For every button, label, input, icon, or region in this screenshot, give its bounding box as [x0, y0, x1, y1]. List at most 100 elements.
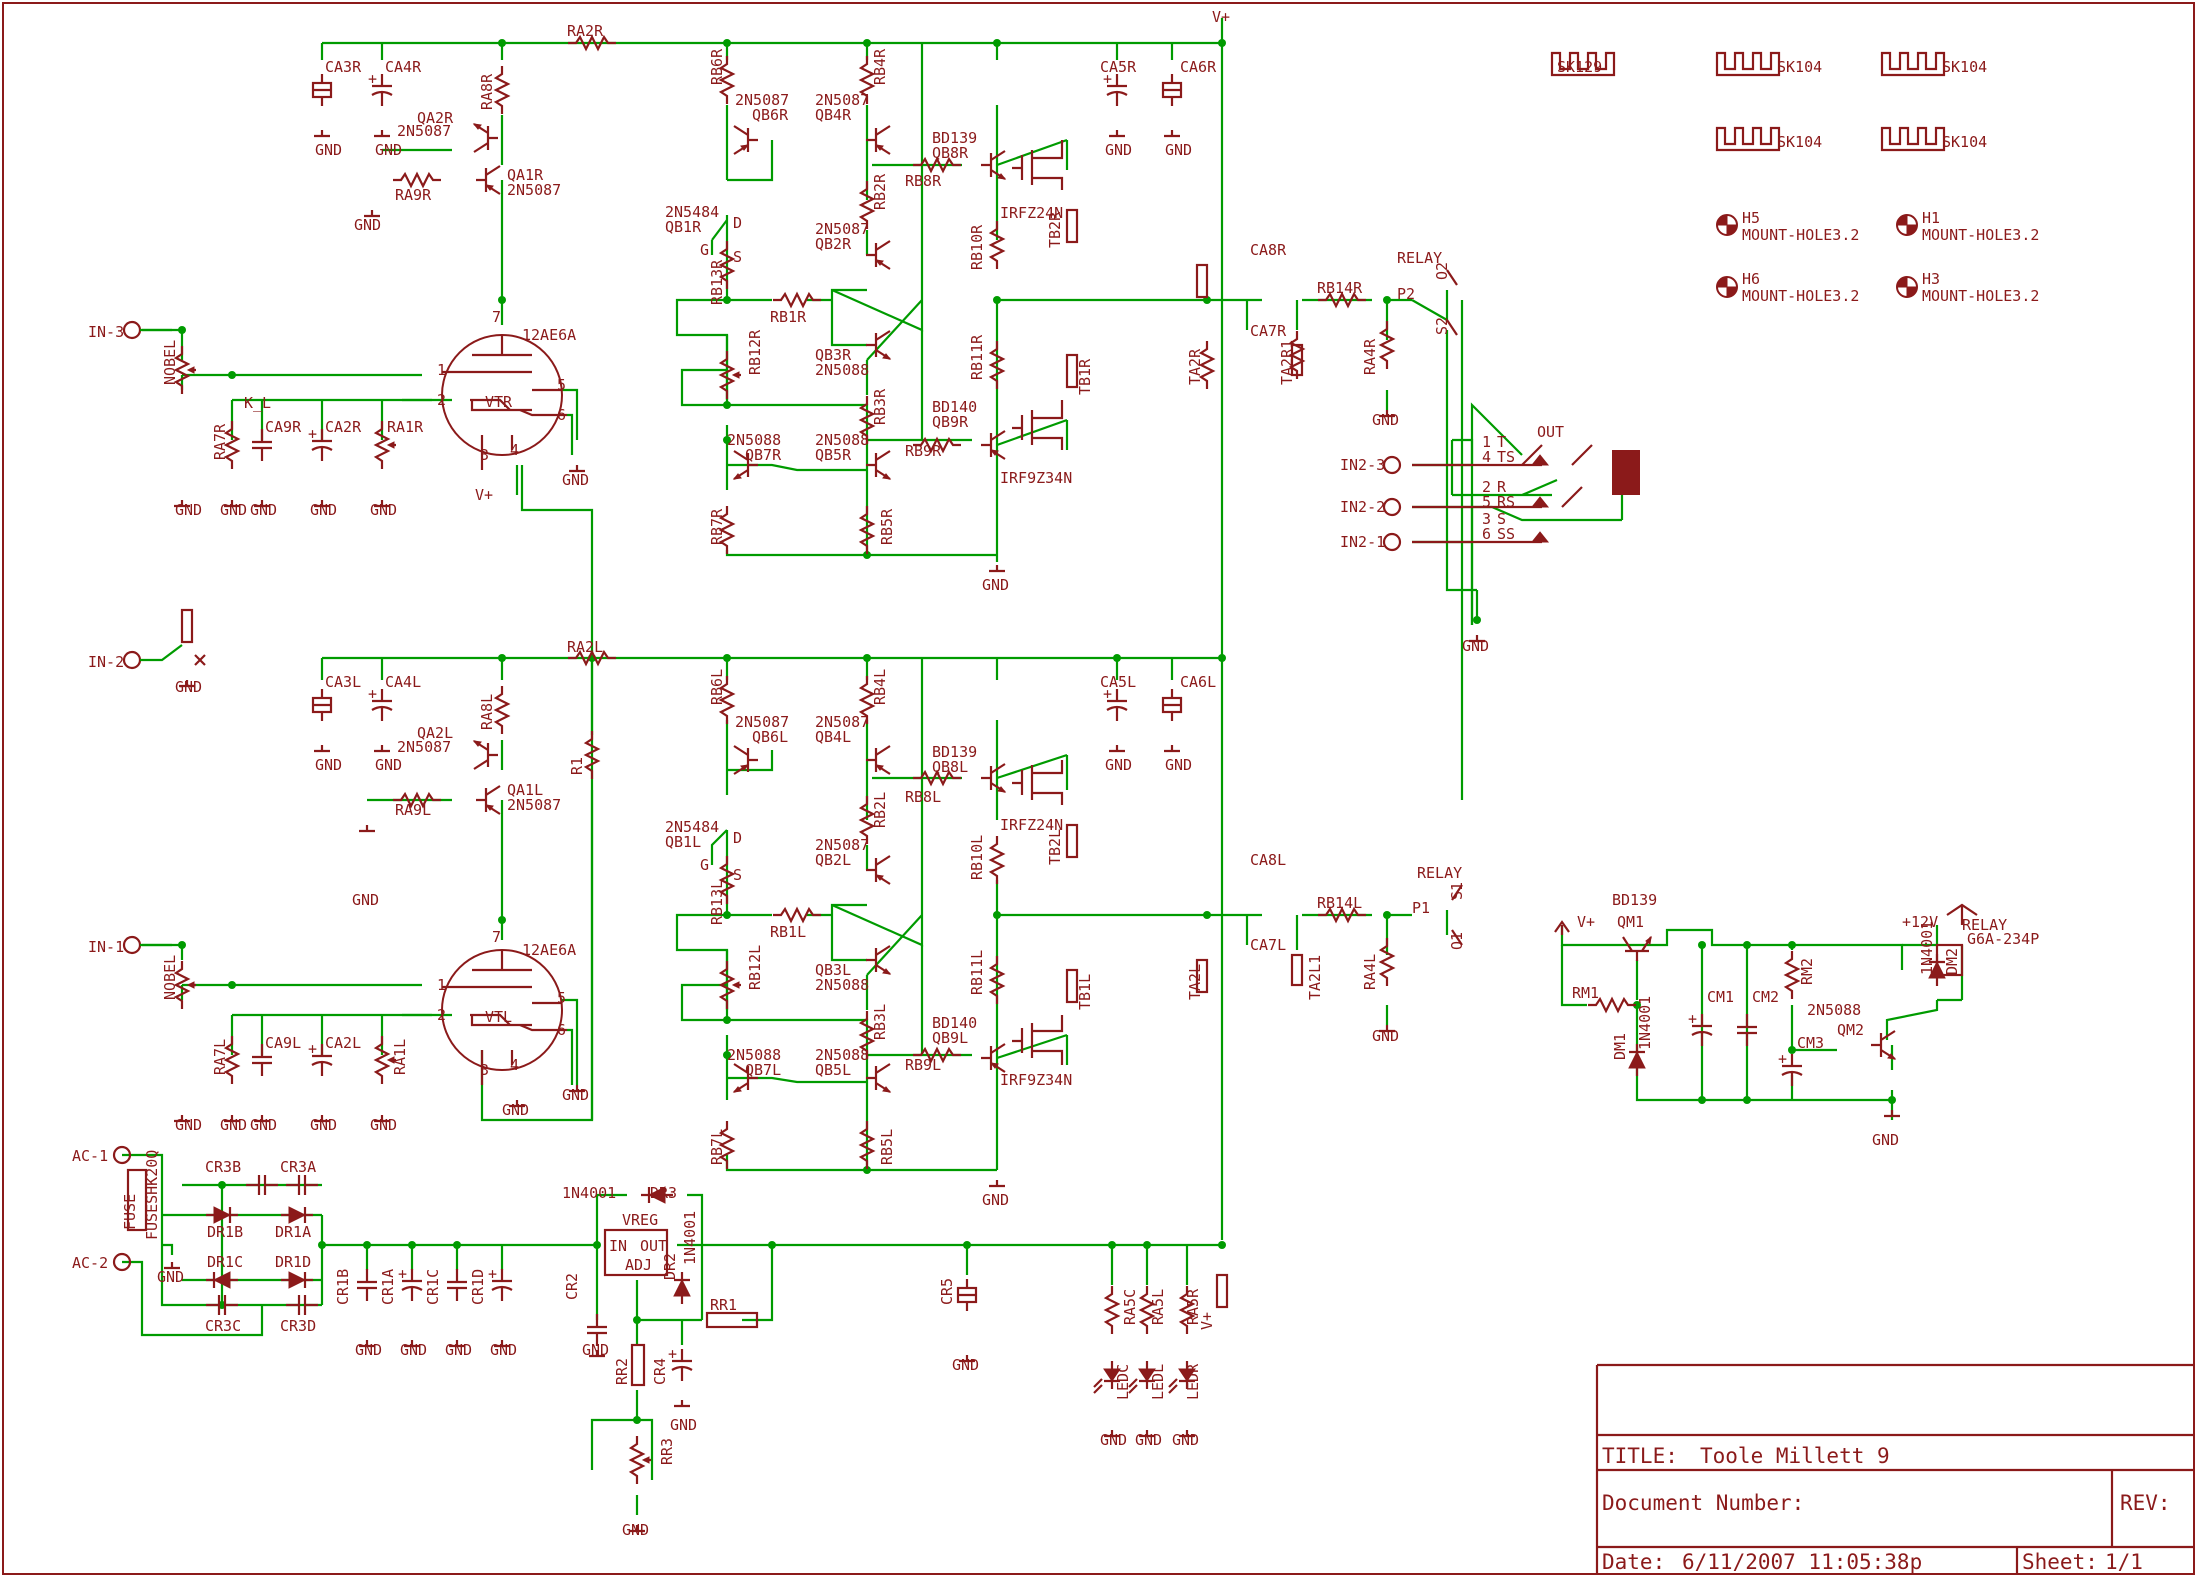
component-label: SK104	[1942, 133, 1987, 151]
component-label: CA9L	[265, 1034, 301, 1052]
component-label: GND	[982, 576, 1009, 594]
rev-label: REV:	[2120, 1491, 2171, 1515]
component-label: BD140	[932, 398, 977, 416]
component-label: 12AE6A	[522, 941, 576, 959]
component-label: RELAY	[1962, 916, 2007, 934]
component-label: GND	[352, 891, 379, 909]
component-label: 2N5088	[815, 361, 869, 379]
component-label: QA2R	[417, 109, 454, 127]
component-label: VTR	[485, 393, 513, 411]
component-label: QA1R	[507, 166, 544, 184]
component-label: LEDR	[1184, 1363, 1202, 1400]
component-label: RB10L	[968, 835, 986, 880]
input-connectors	[112, 320, 1402, 1272]
component-label: V+	[475, 486, 493, 504]
component-label: QB1L	[665, 833, 701, 851]
component-label: RA1R	[387, 418, 424, 436]
component-label: CM1	[1707, 988, 1734, 1006]
component-label: QA1L	[507, 781, 543, 799]
component-label: RA8R	[478, 73, 496, 110]
component-label: R	[1497, 478, 1507, 496]
component-label: CA7L	[1250, 936, 1286, 954]
component-label: RB4R	[871, 48, 889, 85]
component-label: 12AE6A	[522, 326, 576, 344]
component-label: IN2-3	[1340, 456, 1385, 474]
component-label: 5	[1482, 493, 1491, 511]
component-label: QB9L	[932, 1029, 968, 1047]
component-label: DR1C	[207, 1253, 243, 1271]
component-label: 2	[1482, 478, 1491, 496]
component-label: RA2R	[567, 22, 604, 40]
component-label: GND	[982, 1191, 1009, 1209]
component-label: CA8L	[1250, 851, 1286, 869]
component-label: SK104	[1777, 133, 1822, 151]
component-label: DR1D	[275, 1253, 311, 1271]
component-label: 2N5088	[727, 431, 781, 449]
component-label: GND	[562, 471, 589, 489]
left-channel	[172, 608, 1397, 1188]
component-label: RB11R	[968, 334, 986, 380]
component-label: TB2R	[1046, 211, 1064, 248]
component-label: QB5R	[815, 446, 852, 464]
component-label: GND	[310, 501, 337, 519]
component-label: CA2L	[325, 1034, 361, 1052]
component-label: 2N5088	[1807, 1001, 1861, 1019]
doc-number-label: Document Number:	[1602, 1491, 1804, 1515]
component-label: GND	[1172, 1431, 1199, 1449]
component-label: 3	[480, 446, 489, 464]
component-label: RM2	[1798, 958, 1816, 985]
component-label: +12V	[1902, 913, 1938, 931]
component-label: H1	[1922, 209, 1940, 227]
component-label: 6	[557, 1021, 566, 1039]
component-label: 2N5484	[665, 818, 719, 836]
power-supply	[126, 1168, 1197, 1533]
component-label: GND	[310, 1116, 337, 1134]
component-label: BD139	[932, 743, 977, 761]
component-label: IRFZ24N	[1000, 204, 1063, 222]
component-label: BD140	[932, 1014, 977, 1032]
component-label: CA2R	[325, 418, 362, 436]
component-label: S	[733, 248, 742, 266]
component-label: QB7R	[745, 446, 782, 464]
tube-right	[441, 334, 567, 470]
title-block: TITLE: Toole Millett 9 Document Number: …	[1595, 1363, 2194, 1574]
component-label: CR2	[563, 1273, 581, 1300]
component-label: RB8L	[905, 788, 941, 806]
component-label: RB4L	[871, 669, 889, 705]
component-label: RB6L	[708, 669, 726, 705]
component-label: 1	[437, 976, 446, 994]
component-label: GND	[582, 1341, 609, 1359]
component-label: RA7L	[211, 1039, 229, 1075]
component-label: 1	[437, 361, 446, 379]
component-label: 2N5087	[507, 181, 561, 199]
component-label: CA6R	[1180, 58, 1217, 76]
hardware	[1550, 51, 1946, 298]
component-label: AC-1	[72, 1147, 108, 1165]
component-label: QM2	[1837, 1021, 1864, 1039]
component-label: QB8L	[932, 758, 968, 776]
component-label: V+	[1577, 913, 1595, 931]
mute-circuit	[1554, 903, 1978, 1118]
component-label: CA9R	[265, 418, 302, 436]
component-label: H5	[1742, 209, 1760, 227]
component-label: D	[733, 829, 742, 847]
component-label: TB1R	[1076, 358, 1094, 395]
component-label: H6	[1742, 270, 1760, 288]
tube-left	[441, 949, 567, 1085]
component-label: GND	[157, 1268, 184, 1286]
component-label: GND	[562, 1086, 589, 1104]
component-label: MOUNT-HOLE3.2	[1742, 287, 1859, 305]
component-label: CA4L	[385, 673, 421, 691]
component-label: QB8R	[932, 144, 969, 162]
component-label: QB5L	[815, 1061, 851, 1079]
component-label: QB6R	[752, 106, 789, 124]
component-label: RR2	[613, 1358, 631, 1385]
component-label: RB5R	[878, 508, 896, 545]
component-label: RB13R	[708, 259, 726, 305]
right-channel	[172, 35, 1487, 1309]
component-label: RA2L	[567, 638, 603, 656]
component-label: RELAY	[1397, 249, 1442, 267]
component-label: IN	[609, 1237, 627, 1255]
component-label: GND	[445, 1341, 472, 1359]
